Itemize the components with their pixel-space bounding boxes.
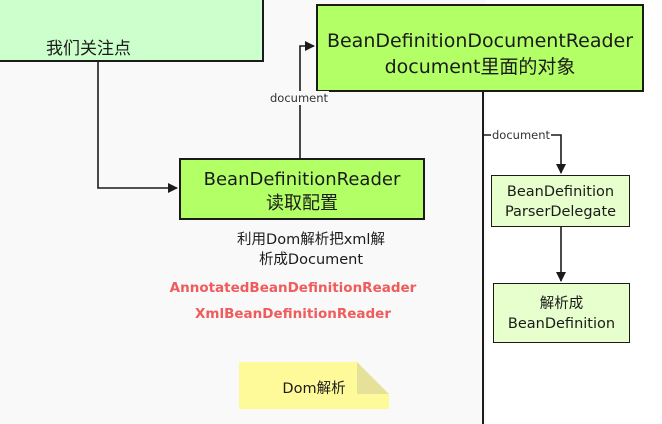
bean-reader-title: BeanDefinitionReader (203, 169, 401, 190)
bean-reader-subtitle: 读取配置 (266, 193, 338, 214)
sticky-note-label: Dom解析 (282, 381, 346, 397)
dom-parse-note-line1: 利用Dom解析把xml解 (237, 232, 385, 248)
dom-parse-note: 利用Dom解析把xml解 析成Document (220, 230, 402, 270)
parser-delegate-line2: ParserDelegate (504, 204, 617, 220)
focus-node-label: 我们关注点 (46, 39, 131, 59)
edge-label-document: document (269, 91, 330, 105)
parse-definition-line1: 解析成 (539, 296, 584, 312)
implementation-xml-reader: XmlBeanDefinitionReader (195, 306, 391, 322)
edge-bean-reader-to-doc-reader (299, 41, 315, 158)
sticky-note-fold (357, 362, 389, 394)
document-reader-title: BeanDefinitionDocumentReader (326, 30, 634, 52)
parser-delegate-line1: BeanDefinition (506, 184, 615, 200)
parse-definition-line2: BeanDefinition (507, 316, 616, 332)
edge-label-document: document (491, 128, 552, 142)
bean-reader-node: BeanDefinitionReader 读取配置 (179, 158, 425, 220)
parser-delegate-node: BeanDefinition ParserDelegate (491, 175, 630, 227)
implementation-annotated-reader: AnnotatedBeanDefinitionReader (169, 280, 417, 296)
dom-parse-note-line2: 析成Document (258, 252, 364, 268)
edge-focus-to-bean-reader (97, 62, 178, 193)
document-reader-subtitle: document里面的对象 (384, 56, 576, 78)
parse-definition-node: 解析成 BeanDefinition (493, 283, 630, 343)
document-reader-node: BeanDefinitionDocumentReader document里面的… (316, 4, 644, 92)
focus-node: 我们关注点 (0, 0, 264, 62)
sticky-note: Dom解析 (239, 362, 389, 409)
